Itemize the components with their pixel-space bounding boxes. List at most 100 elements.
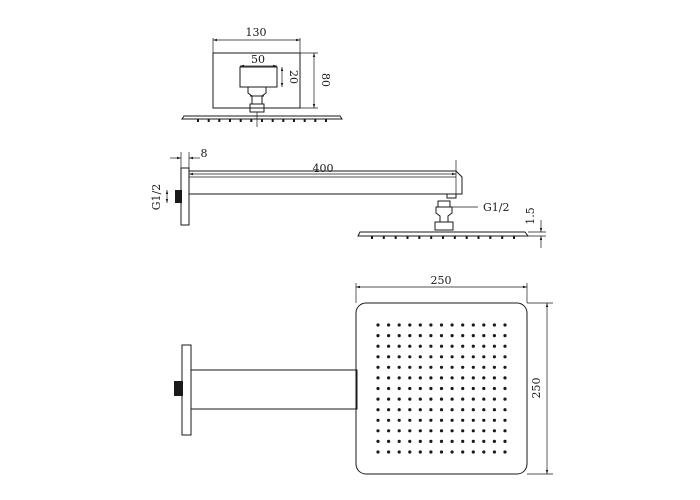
nozzle-dot xyxy=(387,439,391,443)
nozzle-dot xyxy=(387,386,391,391)
nozzle-dot xyxy=(471,386,475,391)
side-view: 8 G1/2 400 G1/2 1.5 xyxy=(150,147,546,248)
nozzle-dot xyxy=(397,397,401,401)
side-fitting-top xyxy=(437,200,451,208)
front-view: 250 250 xyxy=(174,274,553,475)
nozzle-dot xyxy=(387,365,391,369)
nozzle-dot xyxy=(461,408,465,412)
nozzle-dot xyxy=(439,397,444,401)
nozzle-dot xyxy=(492,439,496,443)
nozzle-tick xyxy=(453,236,456,239)
nozzle-dot xyxy=(461,397,465,401)
nozzle-dot xyxy=(397,418,401,422)
nozzle-dot xyxy=(450,365,454,369)
nozzle-dot xyxy=(471,334,475,338)
nozzle-dot xyxy=(387,429,391,433)
nozzle-dot xyxy=(482,408,486,412)
nozzle-dot xyxy=(397,334,401,338)
nozzle-tick xyxy=(394,236,397,239)
nozzle-dot xyxy=(376,439,380,443)
nozzle-tick xyxy=(303,119,306,122)
nozzle-dot xyxy=(503,386,507,391)
nozzle-dot xyxy=(376,355,380,359)
nozzle-dot xyxy=(492,397,496,401)
nozzle-dot xyxy=(397,439,401,443)
nozzle-dot xyxy=(450,429,454,433)
front-nozzle-grid xyxy=(376,323,507,454)
nozzle-dot xyxy=(492,344,496,348)
nozzle-dot xyxy=(387,418,391,422)
nozzle-tick xyxy=(465,236,468,239)
nozzle-dot xyxy=(408,334,412,338)
nozzle-dot xyxy=(439,450,444,454)
nozzle-dot xyxy=(439,344,444,348)
nozzle-dot xyxy=(376,450,380,454)
nozzle-tick xyxy=(382,236,385,239)
nozzle-dot xyxy=(418,376,422,380)
nozzle-dot xyxy=(461,323,465,327)
nozzle-dot xyxy=(387,408,391,412)
nozzle-tick xyxy=(218,119,221,122)
nozzle-dot xyxy=(408,355,412,359)
dim-plate-height: 80 xyxy=(319,73,332,87)
nozzle-dot xyxy=(503,355,507,359)
nozzle-dot xyxy=(471,323,475,327)
nozzle-dot xyxy=(429,439,433,443)
nozzle-dot xyxy=(482,323,486,327)
nozzle-tick xyxy=(271,119,274,122)
nozzle-tick xyxy=(477,236,480,239)
nozzle-dot xyxy=(408,323,412,327)
nozzle-dot xyxy=(492,355,496,359)
nozzle-dot xyxy=(503,365,507,369)
nozzle-dot xyxy=(492,450,496,454)
nozzle-dot xyxy=(418,344,422,348)
nozzle-dot xyxy=(492,429,496,433)
nozzle-dot xyxy=(376,429,380,433)
nozzle-dot xyxy=(439,334,444,338)
wall-flange xyxy=(180,167,190,226)
nozzle-dot xyxy=(461,376,465,380)
dim-block-width: 50 xyxy=(251,53,265,66)
dim-plate-width: 130 xyxy=(246,26,267,39)
nozzle-dot xyxy=(376,365,380,369)
dim-head-width: 250 xyxy=(431,274,452,287)
nozzle-dot xyxy=(492,418,496,422)
nozzle-dot xyxy=(376,408,380,412)
nozzle-dot xyxy=(397,408,401,412)
nozzle-dot xyxy=(482,376,486,380)
nozzle-dot xyxy=(461,439,465,443)
nozzle-dot xyxy=(376,344,380,348)
nozzle-dot xyxy=(471,418,475,422)
nozzle-dot xyxy=(503,334,507,338)
wall-inlet-stub xyxy=(175,190,182,203)
nozzle-tick xyxy=(239,119,242,122)
connector-block xyxy=(239,66,278,88)
shower-head-nozzles-top xyxy=(197,119,327,122)
nozzle-dot xyxy=(471,450,475,454)
nozzle-dot xyxy=(397,365,401,369)
dim-block-height: 20 xyxy=(287,70,300,84)
nozzle-dot xyxy=(418,439,422,443)
nozzle-dot xyxy=(482,344,486,348)
nozzle-dot xyxy=(482,429,486,433)
nozzle-dot xyxy=(439,408,444,412)
nozzle-dot xyxy=(503,376,507,380)
nozzle-dot xyxy=(387,376,391,380)
nozzle-dot xyxy=(397,323,401,327)
dim-arm-length: 400 xyxy=(313,162,334,175)
nozzle-dot xyxy=(408,376,412,380)
nozzle-dot xyxy=(492,365,496,369)
nozzle-dot xyxy=(408,397,412,401)
nozzle-tick xyxy=(442,236,444,239)
nozzle-dot xyxy=(387,355,391,359)
nozzle-tick xyxy=(282,119,285,122)
nozzle-dot xyxy=(397,355,401,359)
nozzle-tick xyxy=(501,236,504,239)
nozzle-dot xyxy=(471,439,475,443)
nozzle-dot xyxy=(503,397,507,401)
nozzle-dot xyxy=(429,429,433,433)
nozzle-dot xyxy=(482,450,486,454)
nozzle-dot xyxy=(471,408,475,412)
nozzle-dot xyxy=(418,386,422,391)
